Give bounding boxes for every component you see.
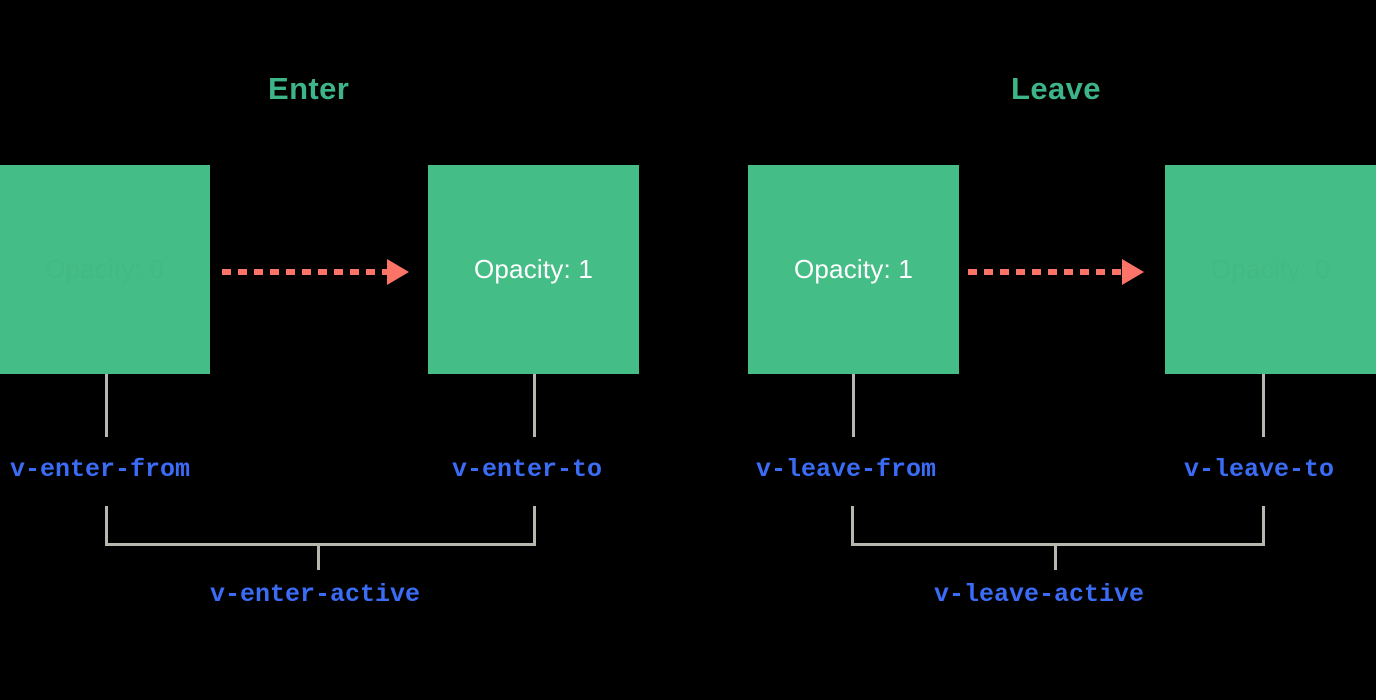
- state-box-enter-to-label: Opacity: 1: [473, 254, 594, 284]
- bracket-right-arm-leave: [1262, 506, 1265, 543]
- transition-arrow-leave: [968, 259, 1144, 285]
- arrow-dashes-leave: [968, 269, 1123, 275]
- arrow-dashes-enter: [222, 269, 388, 275]
- state-box-enter-from-label: Opacity: 0: [44, 254, 165, 284]
- class-label-v-enter-to: v-enter-to: [452, 455, 603, 484]
- bracket-span-enter: [105, 543, 536, 546]
- section-title-leave: Leave: [1011, 71, 1101, 106]
- class-label-v-leave-to: v-leave-to: [1184, 455, 1335, 484]
- state-box-enter-from: Opacity: 0: [0, 165, 210, 374]
- class-label-v-enter-from: v-enter-from: [10, 455, 191, 484]
- bracket-left-arm-leave: [851, 506, 854, 543]
- state-box-leave-to: Opacity: 0: [1165, 165, 1376, 374]
- leader-line-leave-to: [1262, 374, 1265, 437]
- section-title-enter: Enter: [268, 71, 350, 106]
- class-label-v-enter-active: v-enter-active: [210, 580, 421, 609]
- bracket-tick-enter: [317, 546, 320, 570]
- leader-line-enter-to: [533, 374, 536, 437]
- state-box-leave-from-label: Opacity: 1: [793, 254, 914, 284]
- state-box-enter-to: Opacity: 1: [428, 165, 639, 374]
- bracket-right-arm-enter: [533, 506, 536, 543]
- leader-line-leave-from: [852, 374, 855, 437]
- transition-arrow-enter: [222, 259, 409, 285]
- bracket-leave-active: [851, 506, 1265, 570]
- bracket-enter-active: [105, 506, 536, 570]
- bracket-tick-leave: [1054, 546, 1057, 570]
- class-label-v-leave-from: v-leave-from: [756, 455, 937, 484]
- state-box-leave-from: Opacity: 1: [748, 165, 959, 374]
- bracket-left-arm-enter: [105, 506, 108, 543]
- bracket-span-leave: [851, 543, 1265, 546]
- state-box-leave-to-label: Opacity: 0: [1210, 254, 1331, 284]
- arrow-head-icon-leave: [1122, 259, 1144, 285]
- leader-line-enter-from: [105, 374, 108, 437]
- arrow-head-icon-enter: [387, 259, 409, 285]
- class-label-v-leave-active: v-leave-active: [934, 580, 1145, 609]
